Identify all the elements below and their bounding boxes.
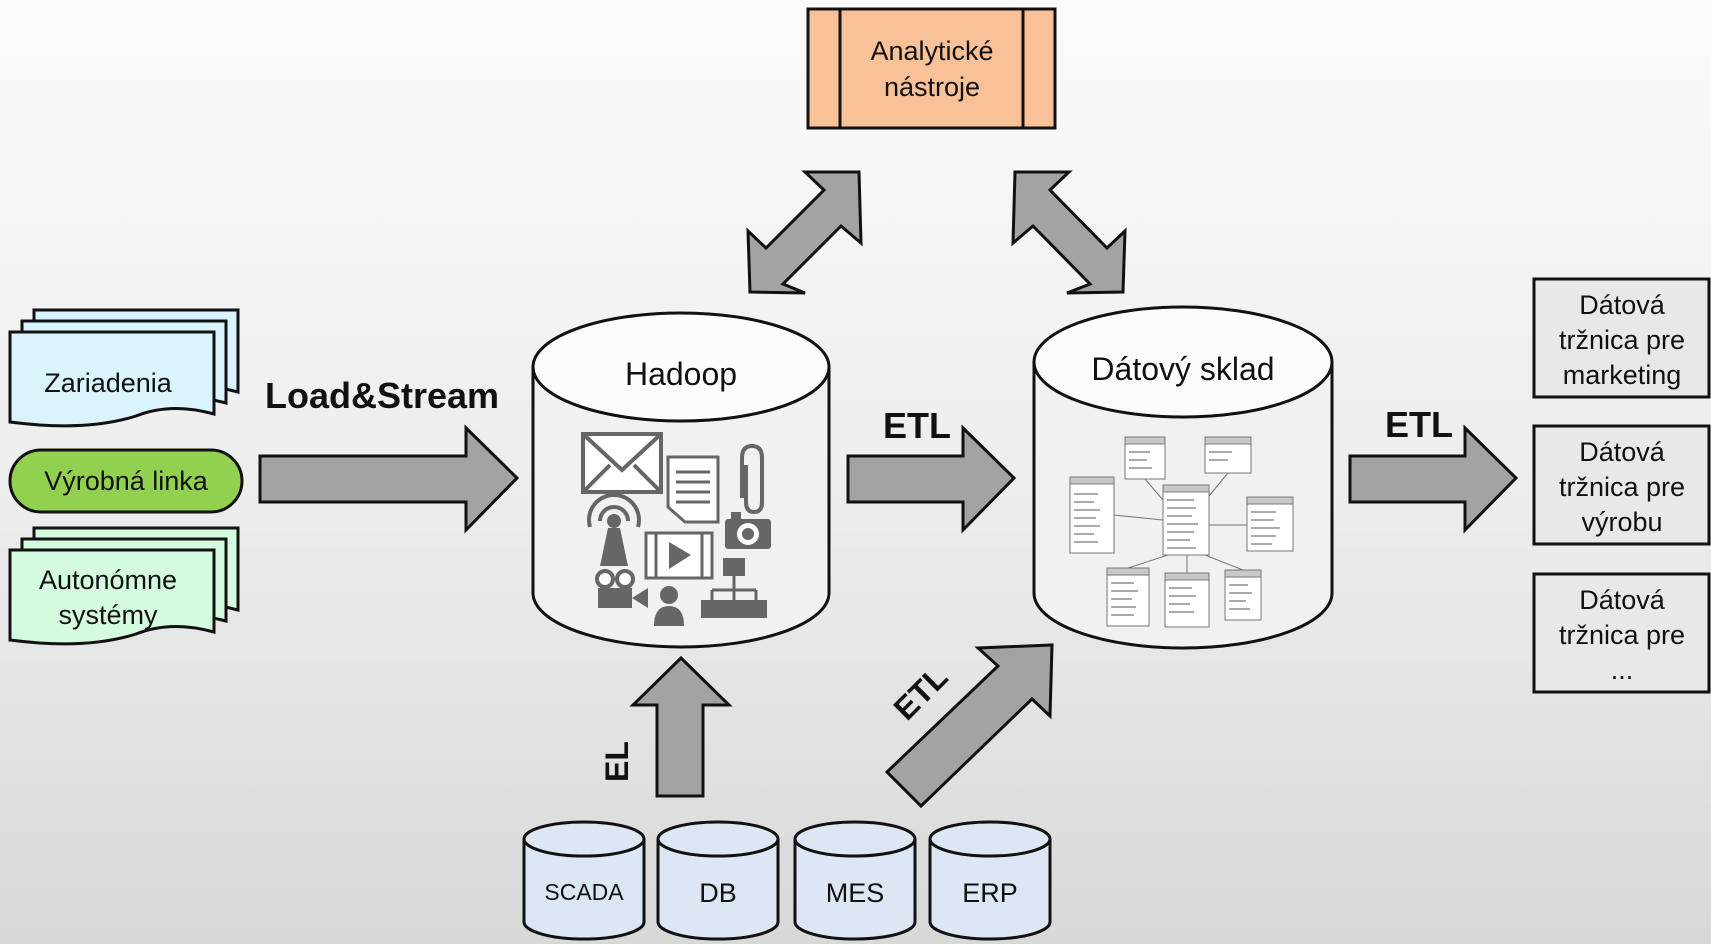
db-label-mes: MES: [826, 878, 885, 908]
data-mart-other: Dátová tržnica pre ...: [1532, 572, 1711, 694]
mart-production-line2: tržnica pre: [1559, 472, 1685, 502]
camera-icon: [725, 512, 771, 549]
video-icon: [644, 531, 714, 580]
mart-marketing-line1: Dátová: [1579, 290, 1666, 320]
db-label-erp: ERP: [962, 878, 1018, 908]
load-stream-label: Load&Stream: [265, 375, 499, 416]
el-label: EL: [599, 741, 635, 782]
person-icon: [654, 586, 684, 626]
data-mart-marketing: Dátová tržnica pre marketing: [1532, 277, 1711, 399]
mart-other-line2: tržnica pre: [1559, 620, 1685, 650]
envelope-icon: [581, 432, 663, 494]
load-stream-arrow: [258, 424, 520, 534]
etl-warehouse-marts-arrow: [1348, 424, 1519, 534]
document-icon: [666, 455, 720, 524]
autonomous-label-line2: systémy: [58, 600, 158, 630]
data-mart-production: Dátová tržnica pre výrobu: [1532, 424, 1711, 546]
mart-other-line1: Dátová: [1579, 585, 1666, 615]
unstructured-data-icons: [581, 432, 771, 626]
db-cylinder-db: DB: [656, 820, 780, 941]
db-cylinder-mes: MES: [793, 820, 917, 941]
hadoop-title: Hadoop: [625, 356, 737, 392]
mart-production-line1: Dátová: [1579, 437, 1666, 467]
db-cylinder-scada: SCADA: [522, 820, 646, 941]
video-camera-icon: [595, 569, 648, 608]
warehouse-title: Dátový sklad: [1091, 351, 1274, 387]
mart-marketing-line2: tržnica pre: [1559, 325, 1685, 355]
autonomous-label-line1: Autonómne: [39, 565, 177, 595]
analytics-tools-box: Analytické nástroje: [806, 7, 1057, 130]
autonomous-systems-document-stack: Autonómne systémy: [8, 526, 240, 646]
db-label-scada: SCADA: [544, 879, 624, 905]
paperclip-icon: [740, 443, 764, 515]
production-line-pill: Výrobná linka: [8, 448, 244, 514]
etl-warehouse-marts-label: ETL: [1385, 404, 1453, 445]
el-arrow: [629, 655, 733, 798]
production-line-label: Výrobná linka: [44, 466, 209, 496]
star-schema-diagram: [1069, 436, 1294, 628]
etl-hadoop-warehouse-label: ETL: [883, 405, 951, 446]
double-arrow-to-analytics-right: [1011, 170, 1127, 295]
antenna-icon: [587, 493, 641, 566]
etl-diagonal-arrow-shape: [884, 643, 1054, 809]
double-arrow-to-analytics-left: [746, 170, 863, 295]
etl-hadoop-warehouse-arrow: [846, 424, 1017, 534]
analytics-label-line1: Analytické: [870, 36, 993, 66]
analytics-label-line2: nástroje: [884, 72, 980, 102]
devices-document-stack: Zariadenia: [8, 308, 240, 428]
devices-label: Zariadenia: [44, 368, 173, 398]
org-chart-icon: [701, 558, 767, 618]
mart-other-line3: ...: [1611, 655, 1634, 685]
mart-production-line3: výrobu: [1581, 507, 1662, 537]
mart-marketing-line3: marketing: [1563, 360, 1682, 390]
db-label-db: DB: [699, 878, 737, 908]
db-cylinder-erp: ERP: [928, 820, 1052, 941]
